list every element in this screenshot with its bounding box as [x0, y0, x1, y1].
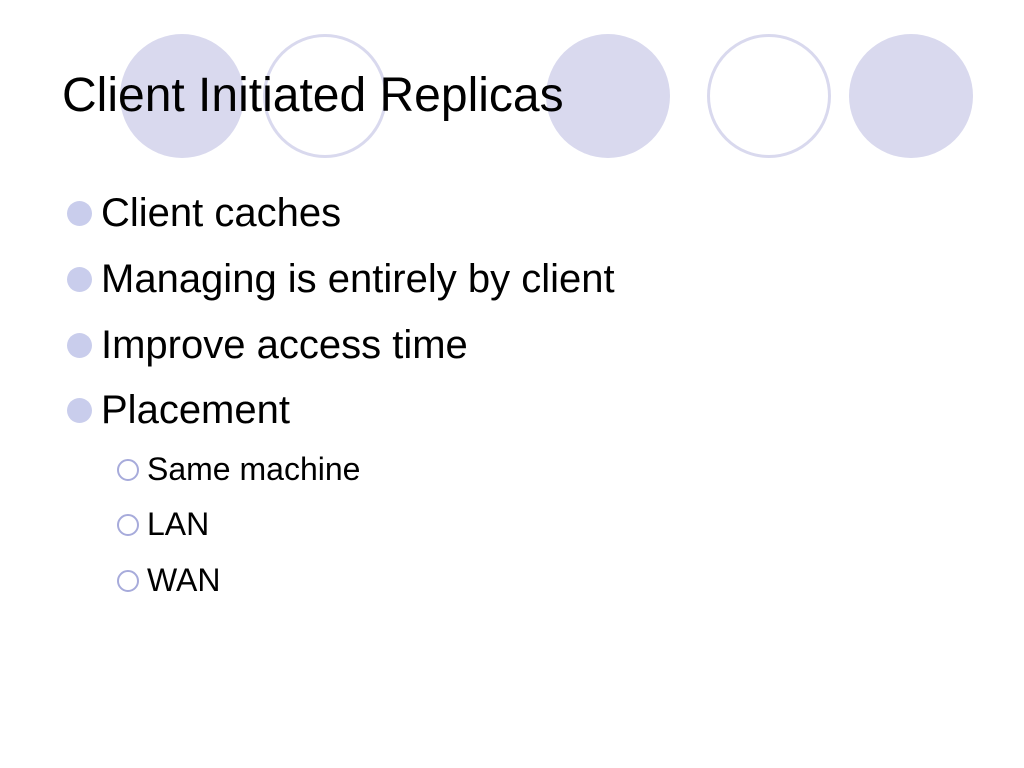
sub-bullet-item: WAN: [117, 561, 221, 599]
decorative-circle-filled: [546, 34, 670, 158]
decorative-circle-outline: [263, 34, 387, 158]
bullet-disc-icon: [67, 267, 92, 292]
sub-bullet-text: LAN: [147, 506, 210, 542]
bullet-item: Managing is entirely by client: [67, 256, 615, 302]
bullet-text: Managing is entirely by client: [101, 257, 615, 301]
bullet-ring-icon: [117, 514, 139, 536]
bullet-disc-icon: [67, 398, 92, 423]
bullet-ring-icon: [117, 459, 139, 481]
slide-title: Client Initiated Replicas: [62, 69, 564, 122]
bullet-item: Improve access time: [67, 322, 468, 368]
decorative-circle-filled: [120, 34, 244, 158]
sub-bullet-item: LAN: [117, 505, 210, 543]
decorative-circle-outline: [707, 34, 831, 158]
bullet-text: Client caches: [101, 191, 342, 235]
bullet-text: Placement: [101, 388, 290, 432]
bullet-text: Improve access time: [101, 323, 468, 367]
bullet-item: Placement: [67, 387, 290, 433]
bullet-item: Client caches: [67, 190, 342, 236]
sub-bullet-text: WAN: [147, 562, 221, 598]
sub-bullet-item: Same machine: [117, 450, 361, 488]
bullet-disc-icon: [67, 201, 92, 226]
sub-bullet-text: Same machine: [147, 451, 361, 487]
bullet-ring-icon: [117, 570, 139, 592]
bullet-disc-icon: [67, 333, 92, 358]
decorative-circle-filled: [849, 34, 973, 158]
